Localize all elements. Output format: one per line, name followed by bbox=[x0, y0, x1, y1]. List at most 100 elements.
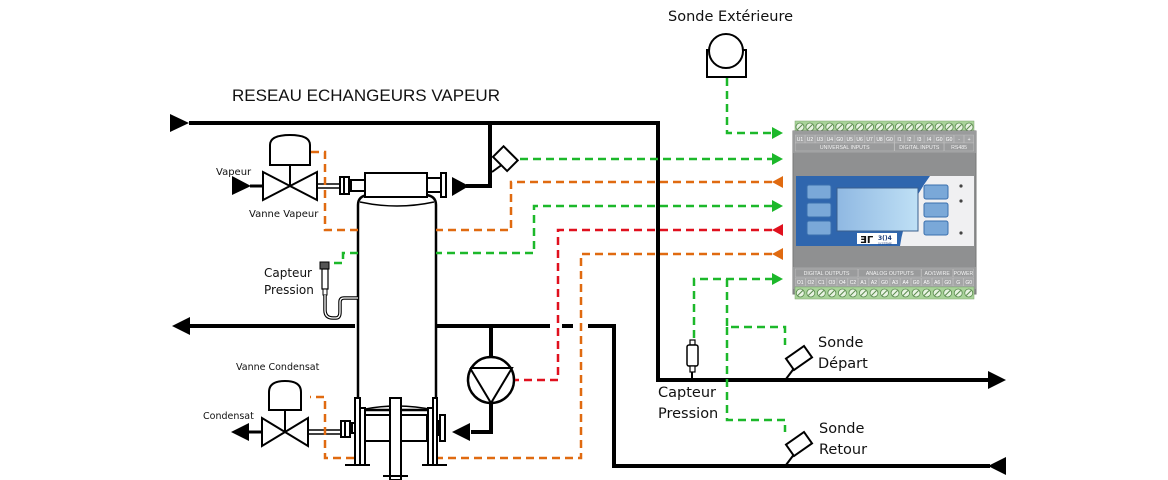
top-terminal-strip bbox=[794, 120, 975, 134]
terminal-screw-icon bbox=[890, 288, 900, 298]
terminal-section-label: AO/1WIRE bbox=[924, 271, 950, 277]
output-arrow-icon bbox=[772, 176, 783, 188]
capteur-pression-vessel bbox=[319, 261, 358, 320]
terminal-screw-icon bbox=[885, 122, 894, 132]
flow-arrow-icon bbox=[172, 317, 190, 335]
signal-capteur-pression-vessel bbox=[436, 204, 772, 255]
sonde-depart-icon bbox=[784, 344, 814, 380]
signal-sonde-depart bbox=[725, 279, 787, 345]
controller-button-left-3[interactable] bbox=[806, 220, 832, 236]
label-vapeur: Vapeur bbox=[216, 167, 252, 178]
label-condensat: Condensat bbox=[203, 411, 254, 422]
signal-sonde-exterieure bbox=[725, 78, 772, 135]
terminal-label: A4 bbox=[902, 280, 908, 286]
vanne-vapeur bbox=[232, 133, 340, 202]
flow-arrow-icon bbox=[988, 371, 1006, 389]
terminal-label: G bbox=[956, 280, 960, 286]
flow-arrow-icon bbox=[452, 177, 469, 196]
controller-button-right-3[interactable] bbox=[923, 220, 949, 236]
terminal-label: A1 bbox=[860, 280, 866, 286]
capteur-pression-depart-icon bbox=[686, 339, 699, 378]
terminal-label: O1 bbox=[797, 280, 804, 286]
terminal-screw-icon bbox=[795, 288, 805, 298]
terminal-screw-icon bbox=[904, 122, 914, 132]
label-capteur-pression-2: Pression bbox=[264, 283, 314, 297]
terminal-screw-icon bbox=[848, 288, 858, 298]
flow-arrow-icon bbox=[988, 457, 1006, 475]
terminal-label: - bbox=[958, 137, 960, 143]
flow-arrow-icon bbox=[452, 423, 470, 441]
terminal-screw-icon bbox=[944, 122, 954, 132]
label-sonde-depart-2: Départ bbox=[818, 356, 868, 372]
terminal-section-label: UNIVERSAL INPUTS bbox=[820, 145, 870, 151]
pump-icon bbox=[452, 355, 516, 441]
terminal-label: O3 bbox=[829, 280, 836, 286]
terminal-screw-icon bbox=[806, 288, 816, 298]
terminal-screw-icon bbox=[901, 288, 910, 298]
terminal-label: A2 bbox=[871, 280, 877, 286]
terminal-screw-icon bbox=[835, 122, 845, 132]
controller-button-left-1[interactable] bbox=[806, 184, 832, 200]
terminal-screw-icon bbox=[805, 122, 815, 132]
sonde-exterieure-icon bbox=[706, 33, 747, 78]
terminal-label: G0 bbox=[944, 280, 951, 286]
controller-button-right-2[interactable] bbox=[923, 202, 949, 218]
brand-model: 3()4 bbox=[878, 235, 892, 242]
terminal-label: O4 bbox=[839, 280, 846, 286]
flow-arrow-icon bbox=[170, 114, 189, 132]
terminal-screw-icon bbox=[855, 122, 865, 132]
signal-capteur-vessel-end bbox=[331, 251, 358, 265]
terminal-label: U1 bbox=[797, 137, 804, 143]
input-arrow-icon bbox=[772, 273, 783, 285]
bottom-terminal-strip bbox=[794, 286, 975, 300]
signal-vanne-vapeur bbox=[436, 180, 772, 232]
terminal-label: A5 bbox=[924, 280, 930, 286]
controller-button-left-2[interactable] bbox=[806, 202, 832, 218]
terminal-label: C1 bbox=[818, 280, 825, 286]
terminal-screw-icon bbox=[869, 288, 879, 298]
terminal-label: A6 bbox=[934, 280, 940, 286]
led-indicator bbox=[959, 231, 963, 235]
terminal-label: U8 bbox=[876, 137, 883, 143]
terminal-screw-icon bbox=[865, 122, 874, 132]
terminal-label: U5 bbox=[846, 137, 853, 143]
terminal-label: I1 bbox=[897, 137, 901, 143]
terminal-label: U7 bbox=[866, 137, 873, 143]
terminal-label: G0 bbox=[946, 137, 953, 143]
terminal-screw-icon bbox=[953, 288, 963, 298]
controller-button-right-1[interactable] bbox=[923, 184, 949, 200]
terminal-label: G0 bbox=[913, 280, 920, 286]
actuator-icon bbox=[268, 379, 302, 411]
output-arrow-icon bbox=[772, 248, 783, 260]
terminal-label: I3 bbox=[917, 137, 921, 143]
terminal-screw-icon bbox=[914, 122, 924, 132]
terminal-section-label: POWER bbox=[954, 271, 974, 277]
terminal-screw-icon bbox=[964, 122, 974, 132]
flow-arrow-icon bbox=[231, 423, 249, 441]
label-vanne-condensat: Vanne Condensat bbox=[236, 362, 320, 373]
diagram-title: RESEAU ECHANGEURS VAPEUR bbox=[232, 86, 500, 105]
terminal-screw-icon bbox=[934, 122, 944, 132]
label-capteur-pression-depart-1: Capteur bbox=[658, 385, 716, 401]
label-sonde-exterieure: Sonde Extérieure bbox=[668, 9, 793, 25]
terminal-label: + bbox=[968, 137, 971, 143]
terminal-section-label: ANALOG OUTPUTS bbox=[866, 271, 914, 277]
terminal-label: U3 bbox=[817, 137, 824, 143]
sonde-header-icon bbox=[491, 144, 520, 173]
terminal-screw-icon bbox=[924, 122, 934, 132]
label-vanne-vapeur: Vanne Vapeur bbox=[249, 209, 319, 220]
brand-logo bbox=[857, 233, 897, 244]
actuator-icon bbox=[269, 133, 311, 166]
terminal-label: U2 bbox=[807, 137, 814, 143]
signal-vanne-condensat-end bbox=[310, 395, 354, 460]
terminal-screw-icon bbox=[954, 122, 964, 132]
terminal-screw-icon bbox=[875, 122, 884, 132]
terminal-screw-icon bbox=[880, 288, 889, 298]
terminal-label: G0 bbox=[965, 280, 972, 286]
signal-sonde-retour bbox=[725, 327, 787, 432]
input-arrow-icon bbox=[772, 200, 783, 212]
terminal-screw-icon bbox=[837, 288, 847, 298]
